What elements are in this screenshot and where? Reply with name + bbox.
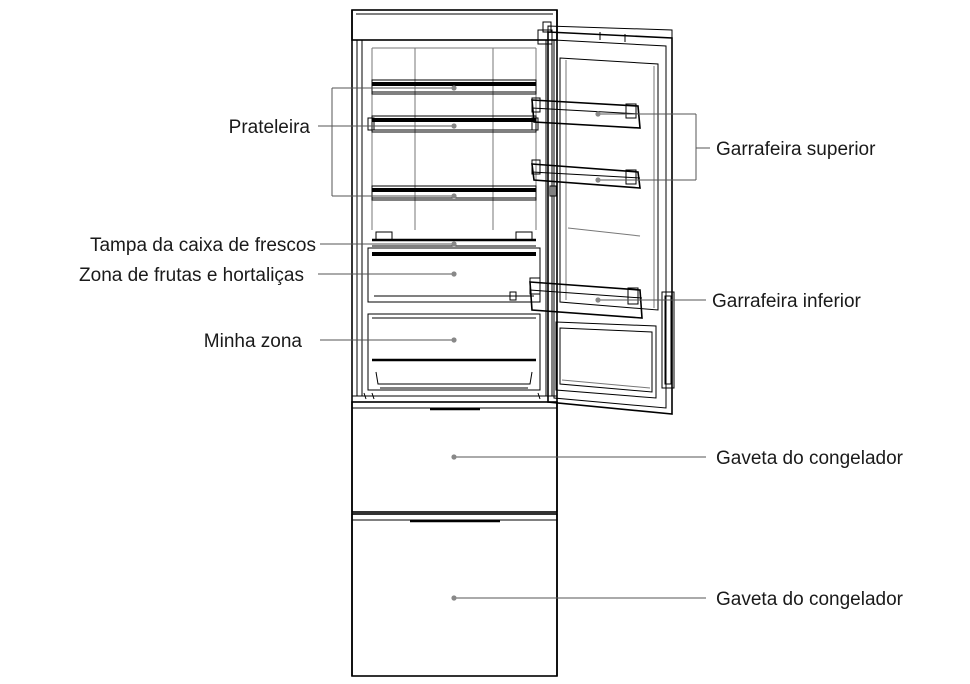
fruit-zone-callout bbox=[318, 271, 457, 277]
fridge-cavity bbox=[361, 39, 547, 397]
upper-rack-callout bbox=[595, 111, 710, 183]
open-door bbox=[547, 25, 675, 415]
fruit-vegetable-drawer bbox=[367, 247, 541, 303]
upper-bottle-rack-shape-2 bbox=[531, 159, 641, 189]
label-fruit-vegetable-zone: Zona de frutas e hortaliças bbox=[79, 265, 304, 286]
freezer-drawer-1-callout bbox=[451, 454, 706, 460]
label-lower-bottle-rack: Garrafeira inferior bbox=[712, 291, 862, 312]
fridge-body bbox=[351, 9, 558, 676]
upper-bottle-rack-shape-1 bbox=[531, 97, 641, 129]
lower-bottle-rack-shape bbox=[529, 277, 643, 319]
label-upper-bottle-rack: Garrafeira superior bbox=[716, 139, 876, 160]
freezer-drawer-2-shape bbox=[351, 513, 558, 677]
my-zone-drawer bbox=[367, 313, 541, 391]
shelves bbox=[367, 79, 539, 201]
label-freezer-drawer-1: Gaveta do congelador bbox=[716, 448, 904, 469]
label-freezer-drawer-2: Gaveta do congelador bbox=[716, 589, 904, 610]
shelf-callout bbox=[318, 85, 457, 199]
lower-rack-callout bbox=[595, 297, 706, 303]
shelf-1 bbox=[371, 79, 537, 95]
my-zone-callout bbox=[320, 337, 457, 343]
label-crisper-cover: Tampa da caixa de frescos bbox=[90, 235, 316, 256]
label-shelf: Prateleira bbox=[229, 117, 311, 138]
label-my-zone: Minha zona bbox=[204, 331, 303, 352]
freezer-drawer-2-callout bbox=[451, 595, 706, 601]
shelf-2 bbox=[367, 115, 539, 133]
crisper-cover-callout bbox=[320, 241, 457, 247]
